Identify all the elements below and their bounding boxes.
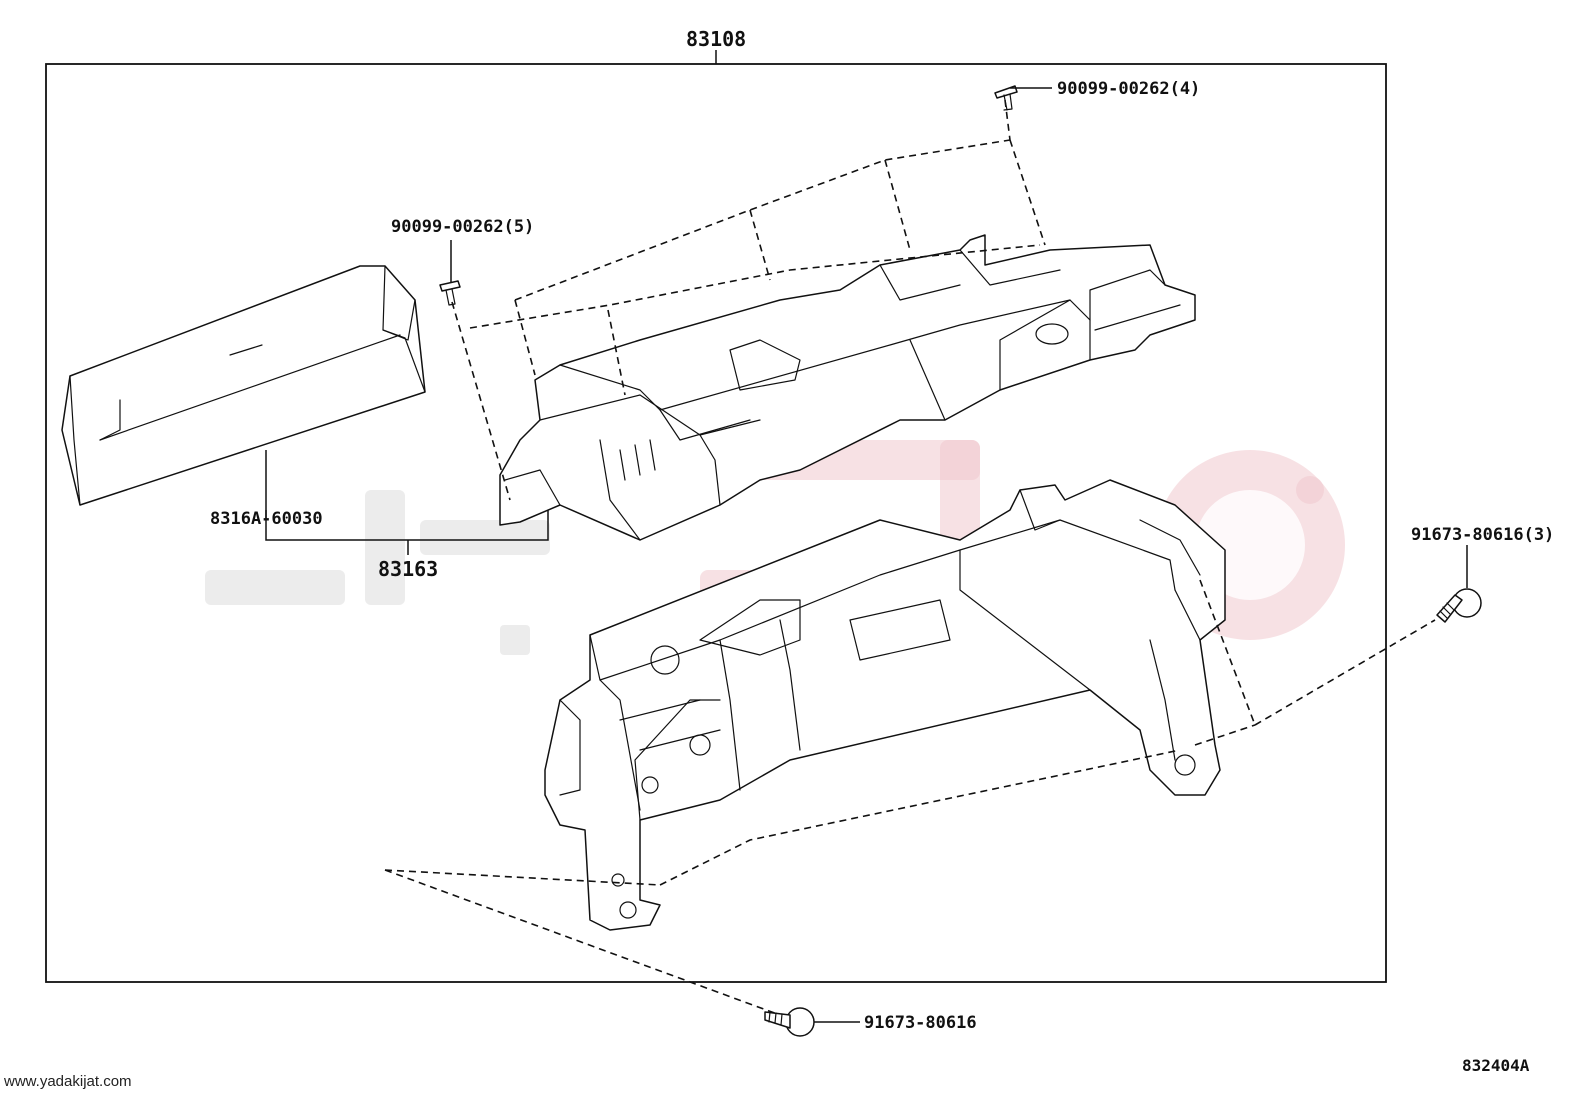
sub-assembly-number-label: 83163 [378, 557, 438, 581]
screw-top-right-label: 90099-00262(4) [1057, 79, 1200, 99]
bolt-bottom [764, 1007, 815, 1037]
watermark-url: www.yadakijat.com [4, 1073, 132, 1090]
assembly-number-label: 83108 [686, 27, 746, 51]
screw-top-left [439, 280, 461, 306]
upper-housing-part [499, 234, 1196, 541]
screw-top-left-label: 90099-00262(5) [391, 217, 534, 237]
assembly-lines [384, 99, 1436, 1016]
bolt-right-label: 91673-80616(3) [1411, 525, 1554, 545]
lens-cover-part [61, 265, 426, 506]
lower-housing-part [544, 479, 1226, 931]
bolt-right [1436, 588, 1482, 623]
screw-top-right [994, 85, 1018, 111]
bolt-bottom-label: 91673-80616 [864, 1013, 977, 1033]
figure-code: 832404A [1462, 1056, 1530, 1075]
lens-cover-label: 8316A-60030 [210, 509, 323, 529]
